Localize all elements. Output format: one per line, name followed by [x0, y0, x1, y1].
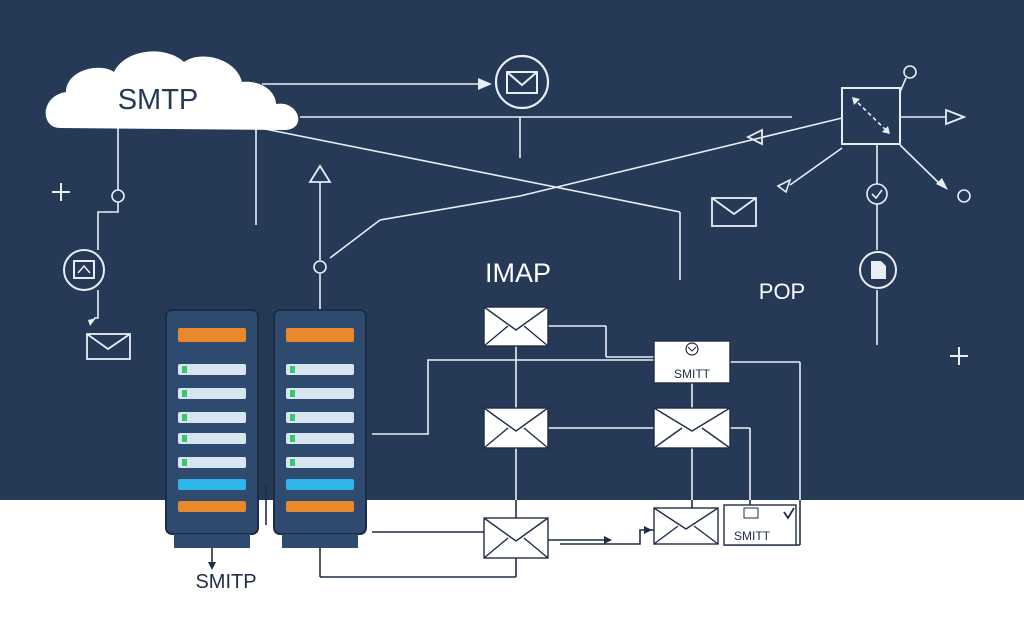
arrow-icon [644, 526, 652, 534]
arrow-icon [88, 318, 96, 326]
cloud-icon: SMTP [45, 51, 299, 130]
server-rack-icon [273, 309, 367, 548]
smitt-top-label: SMITT [674, 367, 711, 381]
imap-label: IMAP [485, 258, 551, 288]
arrow-icon [936, 178, 948, 190]
check-icon [866, 183, 888, 205]
envelope-icon [653, 407, 731, 449]
arrow-icon [776, 178, 792, 194]
arrow-icon [945, 108, 967, 126]
smitt-bottom-label: SMITT [734, 529, 771, 543]
server-label: SMITP [195, 571, 256, 593]
document-icon [859, 251, 897, 289]
envelope-icon [86, 333, 131, 360]
smitt-box-top: SMITT [653, 340, 731, 384]
connector-node [111, 189, 125, 203]
envelope-icon [483, 517, 549, 559]
connector-node [957, 189, 971, 203]
plus-icon [950, 347, 968, 365]
pop-label: POP [759, 279, 805, 304]
mail-circle-icon [494, 54, 550, 110]
arrow-icon [308, 164, 332, 183]
router-box [841, 87, 901, 145]
arrow-icon [604, 536, 612, 544]
server-rack-icon [165, 309, 259, 548]
arrow-icon [745, 128, 763, 146]
envelope-icon [653, 507, 719, 545]
connector-node [313, 260, 327, 274]
arrow-icon [478, 78, 492, 90]
arrow-icon [208, 562, 216, 570]
cloud-label: SMTP [118, 84, 199, 116]
envelope-icon [711, 197, 757, 227]
document-icon [63, 249, 105, 291]
connector-node [903, 65, 917, 79]
plus-icon [52, 183, 70, 201]
light-connectors [94, 77, 945, 345]
envelope-icon [483, 407, 549, 449]
smitt-box-bottom: SMITT [723, 504, 797, 546]
network-lines-light [372, 325, 801, 500]
envelope-icon [483, 306, 549, 347]
